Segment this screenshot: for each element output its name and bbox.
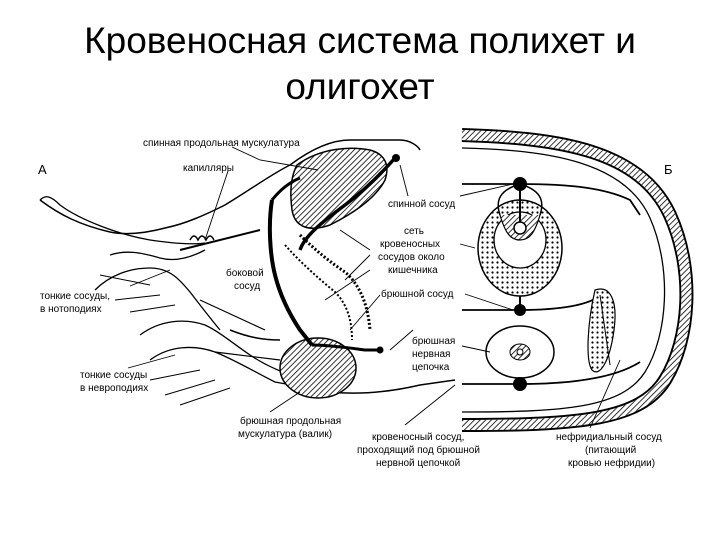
label-ventral-vessel: брюшной сосуд bbox=[381, 288, 454, 300]
label-ventral-muscles-2: мускулатура (валик) bbox=[238, 429, 332, 440]
label-dorsal-vessel: спинной сосуд bbox=[388, 199, 455, 210]
label-nephridial-2: (питающий bbox=[585, 445, 636, 456]
label-nerve-cord-3: цепочка bbox=[412, 362, 450, 373]
figure-letter-a: А bbox=[38, 162, 47, 177]
label-nerve-cord-1: брюшная bbox=[412, 335, 455, 347]
label-lateral-vessel-2: сосуд bbox=[234, 281, 260, 292]
label-spinal-muscles: спинная продольная мускулатура bbox=[143, 138, 300, 149]
label-ventral-muscles-1: брюшная продольная bbox=[240, 415, 341, 427]
label-nerve-cord-2: нервная bbox=[412, 349, 450, 360]
label-subneural-1: кровеносный сосуд, bbox=[372, 432, 464, 443]
figure-letter-b: Б bbox=[664, 162, 673, 177]
label-nephridial-1: нефридиальный сосуд bbox=[556, 431, 662, 443]
label-thin-neuro-2: в невроподиях bbox=[80, 383, 148, 394]
label-subneural-2: проходящий под брюшной bbox=[357, 444, 480, 456]
label-thin-noto-1: тонкие сосуды, bbox=[40, 291, 110, 302]
label-network-1: сеть bbox=[404, 226, 424, 237]
panel-b-drawing bbox=[461, 128, 694, 432]
label-network-3: сосудов около bbox=[378, 252, 445, 263]
label-network-2: кровеносных bbox=[380, 239, 440, 250]
page-title: Кровеносная система полихет и олигохет bbox=[0, 18, 720, 110]
leader-lines bbox=[127, 146, 621, 429]
title-line-2: олигохет bbox=[285, 66, 435, 107]
label-thin-neuro-1: тонкие сосуды bbox=[80, 370, 147, 381]
label-nephridial-3: кровью нефридии) bbox=[568, 457, 655, 469]
label-network-4: кишечника bbox=[388, 265, 438, 276]
label-subneural-3: нервной цепочкой bbox=[376, 458, 460, 469]
label-capillaries: капилляры bbox=[183, 163, 234, 174]
label-thin-noto-2: в нотоподиях bbox=[40, 304, 102, 315]
panel-a-drawing bbox=[39, 139, 456, 406]
title-line-1: Кровеносная система полихет и bbox=[84, 20, 636, 61]
label-lateral-vessel-1: боковой bbox=[226, 267, 264, 279]
